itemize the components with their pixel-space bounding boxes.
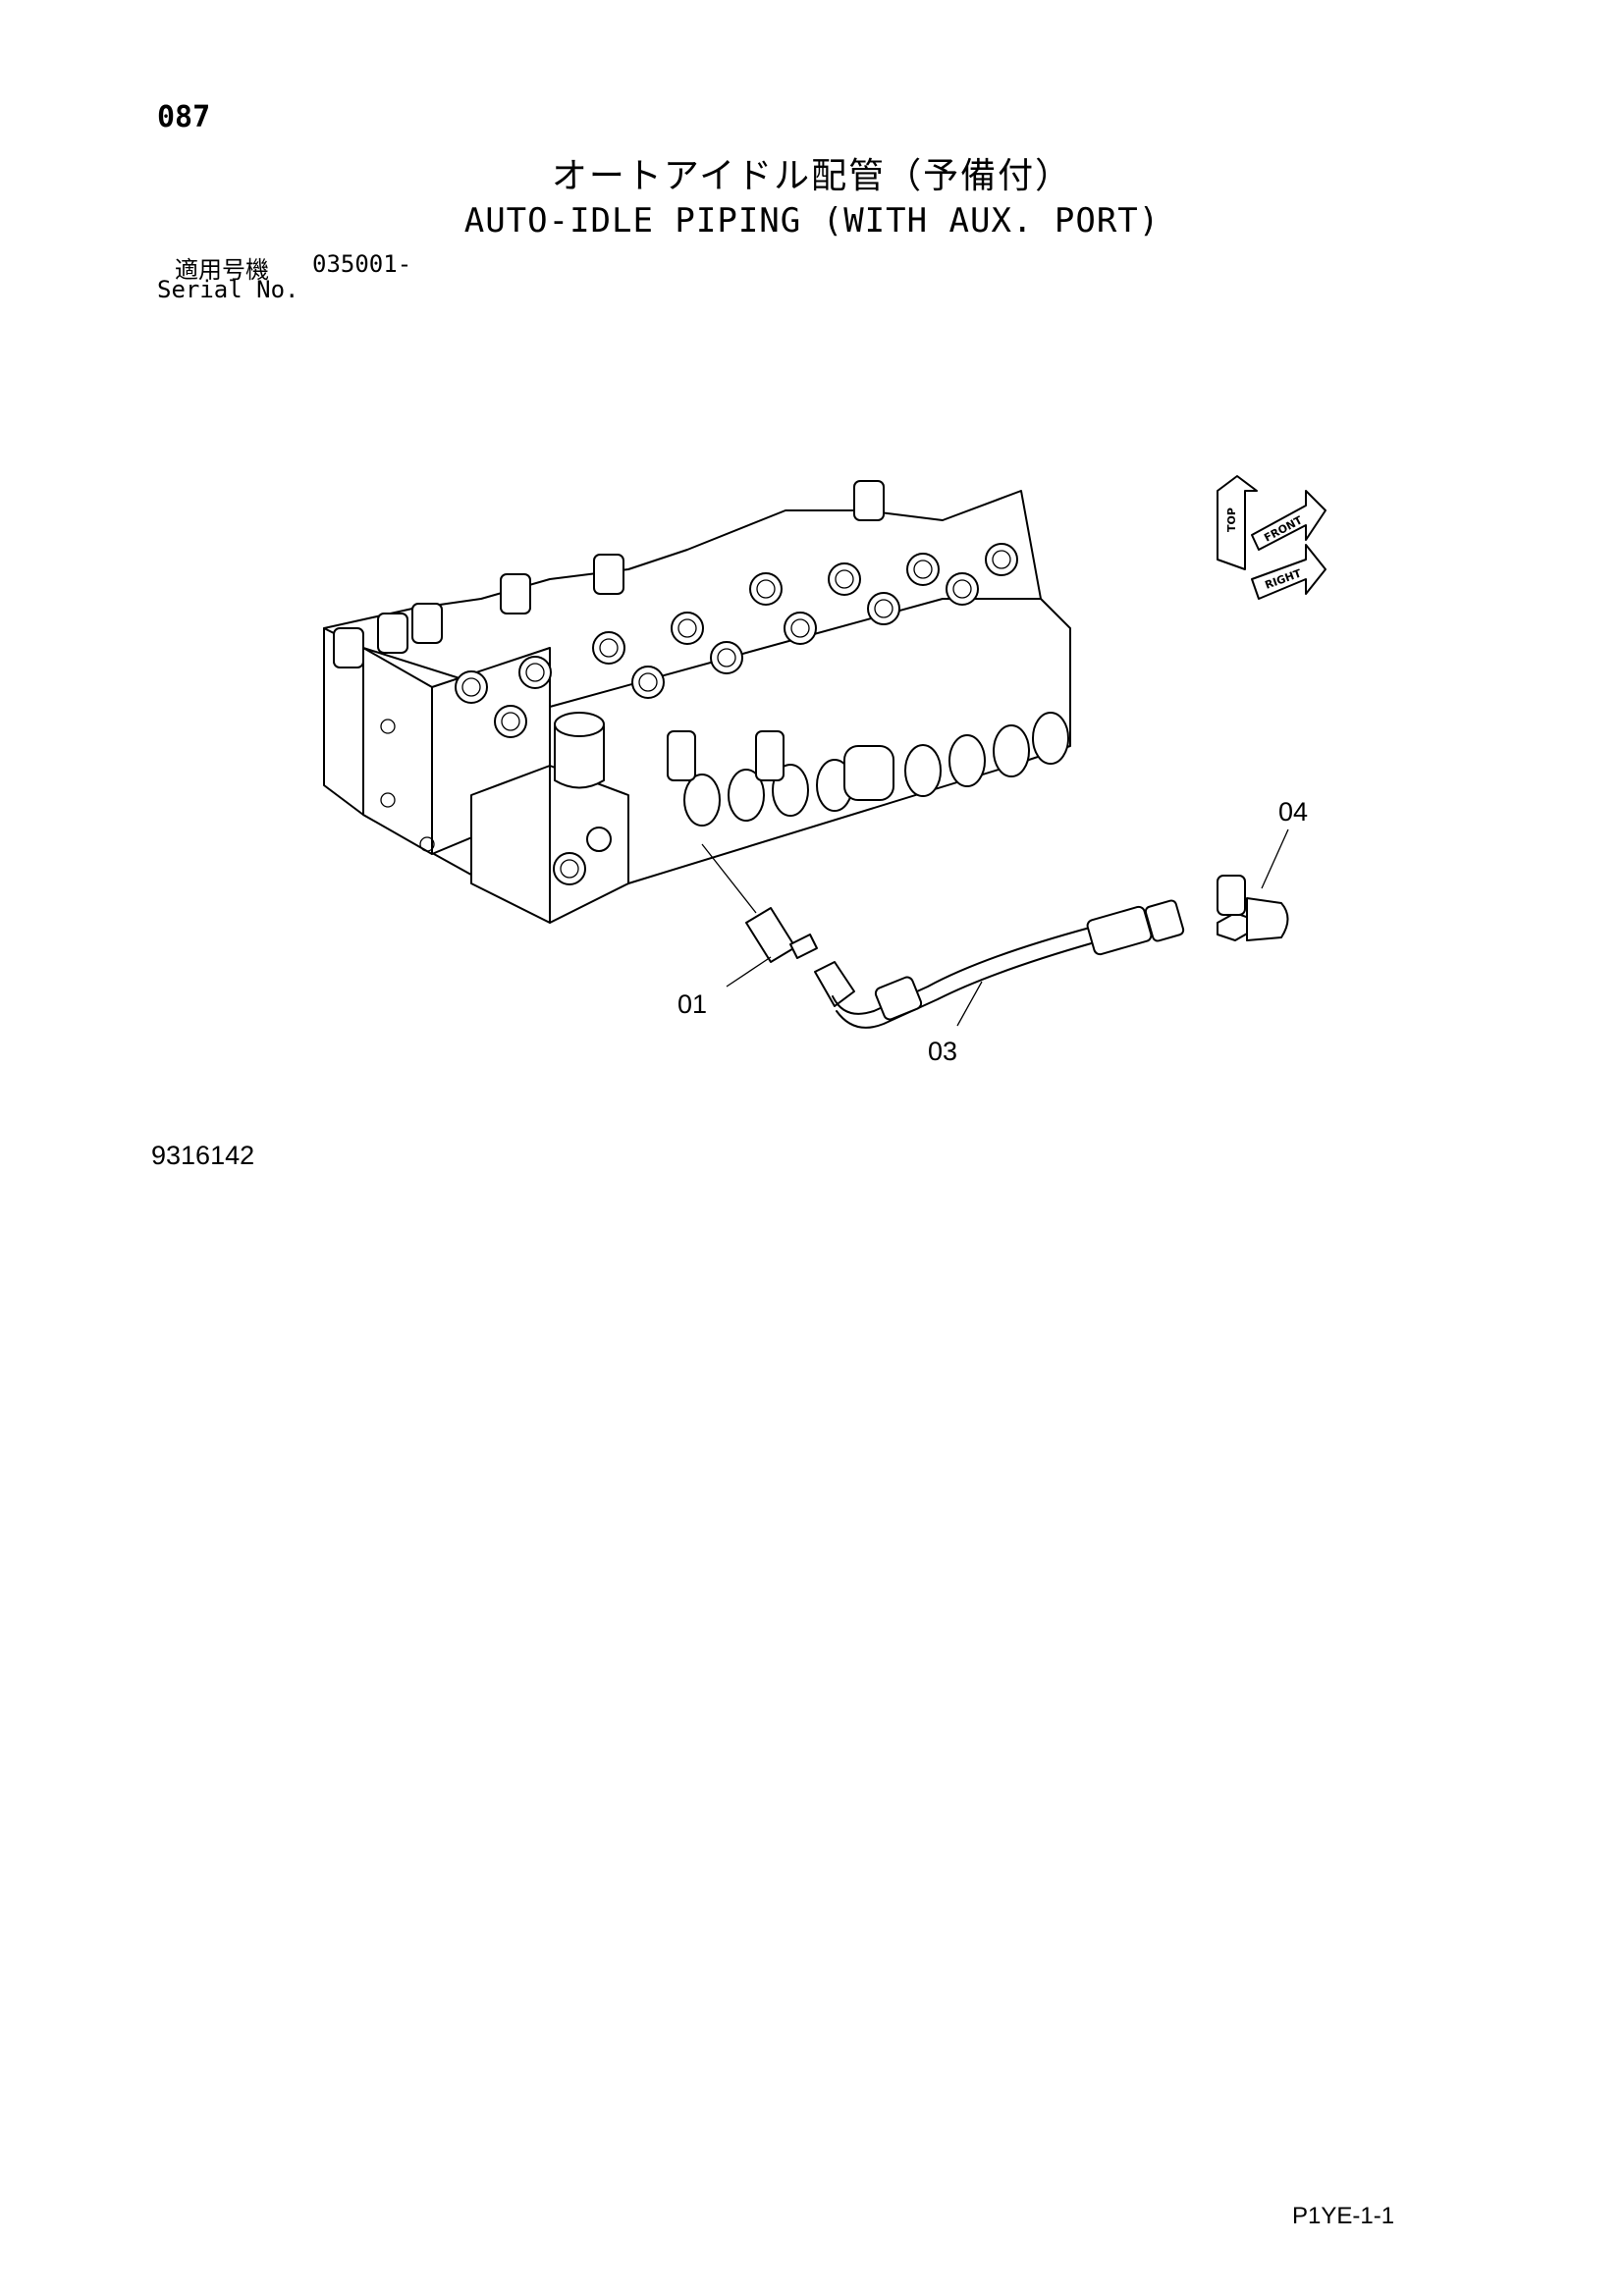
serial-range: 035001- bbox=[312, 250, 412, 278]
page-title-japanese: オートアイドル配管（予備付） bbox=[551, 156, 1073, 196]
orientation-indicator: TOP FRONT RIGHT bbox=[1217, 475, 1326, 600]
callout-03: 03 bbox=[928, 1037, 957, 1066]
hose-03-drawing bbox=[814, 899, 1185, 1029]
callouts: 01 03 04 bbox=[677, 797, 1308, 1066]
parts-diagram: 01 03 04 TOP FRONT RIGHT bbox=[323, 475, 1326, 1066]
figure-number: 9316142 bbox=[151, 1141, 255, 1170]
fitting-04-drawing bbox=[1217, 875, 1289, 941]
arrow-right-icon bbox=[1251, 544, 1326, 600]
orientation-label-top: TOP bbox=[1225, 507, 1238, 532]
arrow-front-icon bbox=[1251, 490, 1326, 551]
serial-label-english: Serial No. bbox=[157, 276, 299, 303]
page-number: 087 bbox=[157, 100, 211, 134]
callout-01: 01 bbox=[677, 989, 707, 1019]
connector-01-drawing bbox=[701, 843, 818, 963]
control-valve-drawing bbox=[323, 480, 1071, 924]
arrow-up-icon bbox=[1217, 475, 1258, 570]
page-code: P1YE-1-1 bbox=[1292, 2203, 1395, 2229]
callout-04: 04 bbox=[1278, 797, 1308, 827]
serial-label-japanese: 適用号機 bbox=[175, 256, 269, 284]
page-title-english: AUTO-IDLE PIPING (WITH AUX. PORT) bbox=[463, 201, 1161, 240]
